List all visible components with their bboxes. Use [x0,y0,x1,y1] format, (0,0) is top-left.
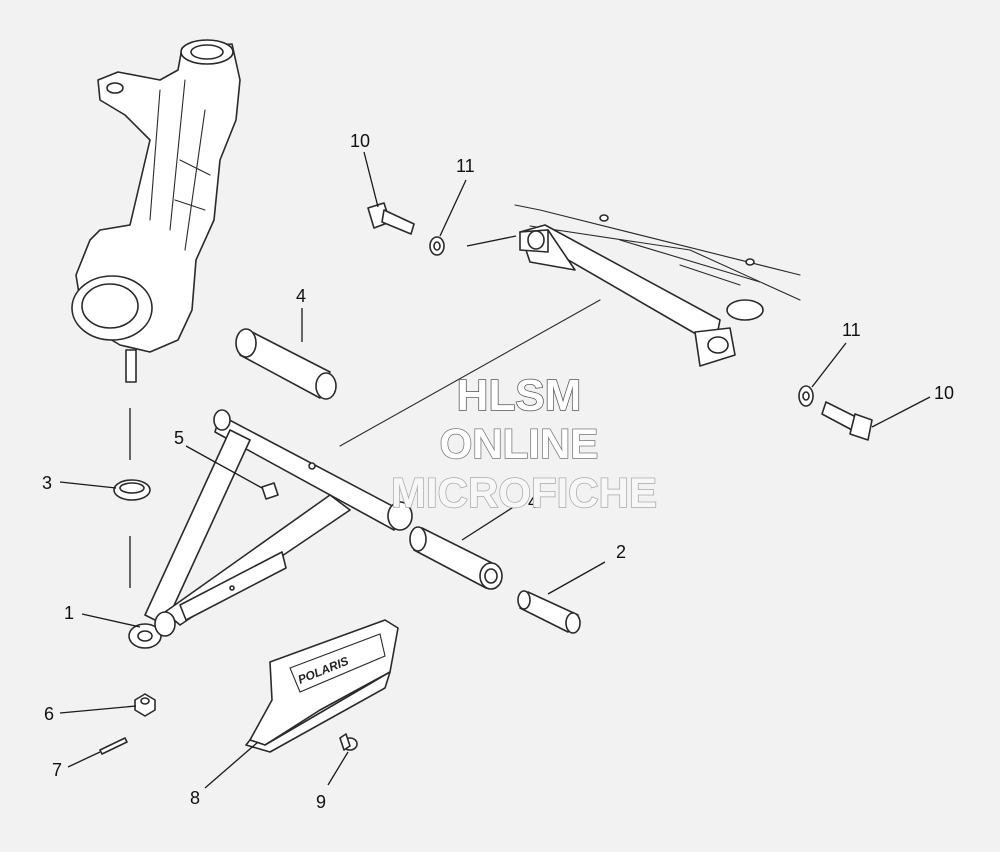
watermark: HLSM ONLINE MICROFICHE [390,370,658,517]
lock-nut [134,693,156,717]
leader-lines [59,151,931,789]
grease-fitting [261,482,279,500]
skid-guard: POLARIS [245,619,399,753]
callout-1: 1 [64,603,74,623]
bushing-upper [235,328,337,400]
callout-5: 5 [174,428,184,448]
callout-6: 6 [44,704,54,724]
screw [339,733,358,751]
cotter-pin [99,737,128,755]
callout-11-right: 11 [842,320,861,340]
watermark-line-1: HLSM [457,371,582,420]
bolt-top [367,202,415,235]
callout-11-top: 11 [456,156,475,176]
callout-2: 2 [616,542,626,562]
steering-knuckle [71,39,241,383]
callout-8: 8 [190,788,200,808]
bushing-lower [409,526,503,590]
a-arm [128,409,413,649]
ball-joint-cap [113,479,151,501]
callout-7: 7 [52,760,62,780]
callout-10-top: 10 [350,131,370,151]
callout-10-right: 10 [934,383,954,403]
frame-crossmember [339,204,801,447]
callout-4-upper: 4 [296,286,306,306]
callout-3: 3 [42,473,52,493]
watermark-line-2: ONLINE [440,420,599,467]
washer-top [429,236,445,256]
callout-numbers: 1 2 3 4 4 5 6 7 8 9 10 10 11 11 [42,131,954,812]
bolt-right [821,401,873,441]
callout-9: 9 [316,792,326,812]
watermark-line-3: MICROFICHE [391,469,657,516]
washer-right [798,385,814,407]
callout-4-lower: 4 [528,492,538,512]
sleeve [517,590,581,634]
